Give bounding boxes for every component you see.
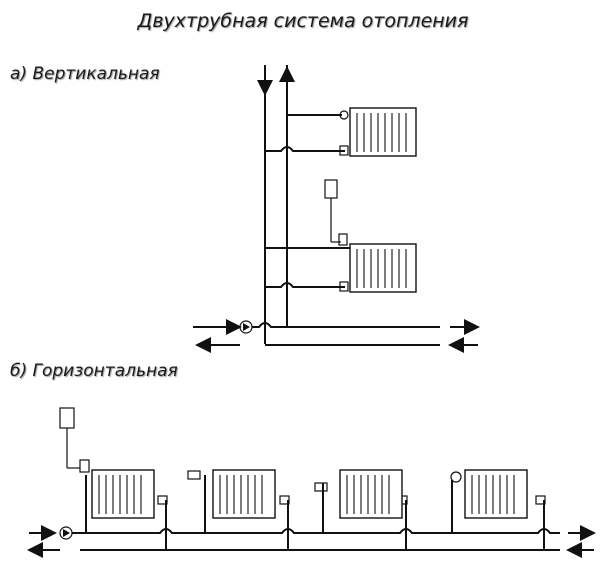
vertical-system-label: а) Вертикальная [10,64,160,84]
valve-icon [535,495,546,505]
valve-icon [339,145,349,156]
thermostat-icon [59,407,75,429]
valve-icon [79,459,90,473]
upper-radiator [265,107,417,157]
horizontal-system [27,407,596,558]
valve-icon [157,495,168,505]
radiator-3 [314,469,408,550]
radiator-1 [79,459,168,550]
valve-icon [450,471,462,483]
radiator-2 [187,469,290,550]
lower-radiator [265,233,417,293]
valve-icon [279,495,290,505]
valve-icon [339,281,349,292]
radiator-4 [450,469,546,550]
valve-icon [338,233,348,246]
thermostat-head-icon [314,482,328,492]
valve-icon [339,110,349,120]
thermostat-icon [324,179,338,199]
thermostat-head-icon [187,470,201,480]
horizontal-system-label: б) Горизонтальная [10,361,178,381]
vertical-system [193,65,480,353]
diagram-title: Двухтрубная система отопления [137,10,469,32]
